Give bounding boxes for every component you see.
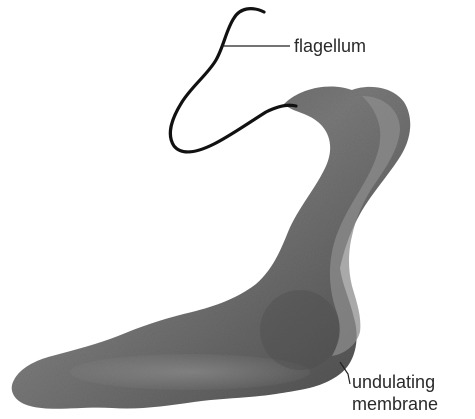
body-shadow: [260, 290, 340, 370]
flagellum: [170, 9, 296, 152]
flagellum-label: flagellum: [294, 36, 366, 56]
undulating-membrane-label-line1: undulating: [352, 372, 435, 392]
undulating-membrane-label-line2: membrane: [352, 394, 438, 414]
